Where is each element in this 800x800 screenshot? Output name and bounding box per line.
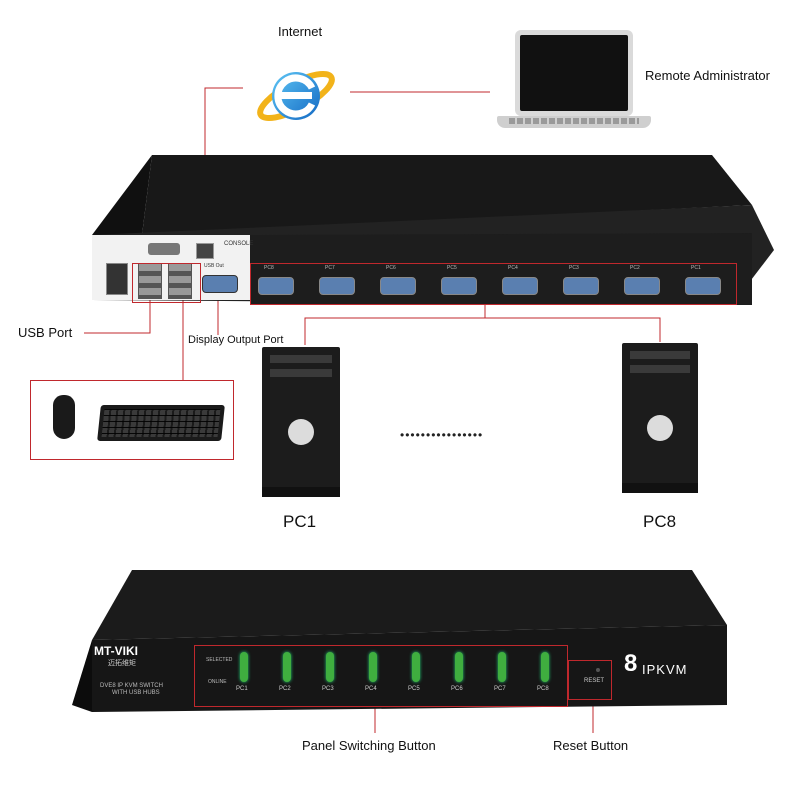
rear-port-label-pc4: PC4 — [508, 265, 518, 271]
switch-button-pc4[interactable] — [369, 652, 377, 682]
switch-label-pc1: PC1 — [236, 686, 248, 692]
rear-port-label-pc7: PC7 — [325, 265, 335, 271]
display-output-port — [202, 275, 238, 293]
model-line2: WITH USB HUBS — [112, 690, 160, 696]
reset-button-label: Reset Button — [553, 738, 629, 753]
product-number: 8 — [624, 650, 638, 677]
vga-port-pc5 — [441, 277, 477, 295]
console-label: CONSOLE — [224, 241, 254, 247]
switch-label-pc3: PC3 — [322, 686, 334, 692]
vga-port-pc2 — [624, 277, 660, 295]
rear-port-label-pc2: PC2 — [630, 265, 640, 271]
rear-port-label-pc6: PC6 — [386, 265, 396, 271]
switch-button-pc3[interactable] — [326, 652, 334, 682]
display-output-label: Display Output Port — [188, 334, 284, 346]
switch-button-pc6[interactable] — [455, 652, 463, 682]
ellipsis-dots: •••••••••••••••• — [400, 428, 484, 442]
pc-ports-highlight — [250, 263, 737, 305]
product-name: IPKVM — [642, 662, 688, 677]
switch-label-pc4: PC4 — [365, 686, 377, 692]
switch-button-pc1[interactable] — [240, 652, 248, 682]
panel-switching-label: Panel Switching Button — [302, 738, 436, 753]
vga-port-pc6 — [380, 277, 416, 295]
vga-port-pc1 — [685, 277, 721, 295]
switch-button-pc8[interactable] — [541, 652, 549, 682]
pc8-tower-icon — [622, 343, 698, 493]
pc8-label: PC8 — [643, 512, 677, 531]
rear-port-label-pc5: PC5 — [447, 265, 457, 271]
internet-label: Internet — [278, 24, 323, 39]
peripherals-box — [30, 380, 234, 460]
switch-button-pc7[interactable] — [498, 652, 506, 682]
internet-explorer-icon — [250, 58, 340, 130]
vga-port-pc8 — [258, 277, 294, 295]
kvm-rear-device: CONSOLE USB Out PC8 PC7 PC6 PC5 PC4 PC3 PC2 PC1 — [92, 155, 774, 310]
switch-label-pc2: PC2 — [279, 686, 291, 692]
reset-highlight — [568, 660, 612, 700]
remote-admin-label: Remote Administrator — [645, 68, 770, 83]
vga-port-pc4 — [502, 277, 538, 295]
ethernet-port — [196, 243, 214, 259]
switch-label-pc8: PC8 — [537, 686, 549, 692]
vga-port-pc7 — [319, 277, 355, 295]
reset-text: RESET — [584, 678, 605, 684]
switch-label-pc7: PC7 — [494, 686, 506, 692]
power-port — [106, 263, 128, 295]
serial-port — [148, 243, 180, 255]
pc1-label: PC1 — [283, 512, 317, 531]
mouse-icon — [53, 395, 75, 439]
laptop-icon — [495, 30, 655, 138]
pc1-tower-icon — [262, 347, 340, 497]
switch-button-pc2[interactable] — [283, 652, 291, 682]
model-line1: DVE8 IP KVM SWITCH — [100, 683, 163, 689]
panel-buttons-highlight — [194, 645, 568, 707]
rear-port-label-pc8: PC8 — [264, 265, 274, 271]
usb-ports-highlight — [132, 263, 201, 303]
brand-logo: MT-VIKI — [94, 644, 138, 658]
switch-label-pc6: PC6 — [451, 686, 463, 692]
reset-pinhole[interactable] — [596, 668, 600, 672]
selected-label: SELECTED — [206, 657, 233, 663]
rear-port-label-pc1: PC1 — [691, 265, 701, 271]
pc-button-row: PC1 PC2 PC3 PC4 PC5 PC6 PC7 PC8 — [232, 650, 562, 700]
usb-port-left — [138, 263, 162, 299]
vga-port-pc3 — [563, 277, 599, 295]
keyboard-icon — [97, 405, 225, 441]
switch-label-pc5: PC5 — [408, 686, 420, 692]
pc-port-row: PC8 PC7 PC6 PC5 PC4 PC3 PC2 PC1 — [252, 265, 742, 305]
brand-sub: 迈拓维矩 — [108, 660, 136, 667]
rear-port-label-pc3: PC3 — [569, 265, 579, 271]
usb-port-label: USB Port — [18, 325, 73, 340]
usb-out-label: USB Out — [204, 263, 224, 269]
switch-button-pc5[interactable] — [412, 652, 420, 682]
online-label: ONLINE — [208, 679, 227, 685]
